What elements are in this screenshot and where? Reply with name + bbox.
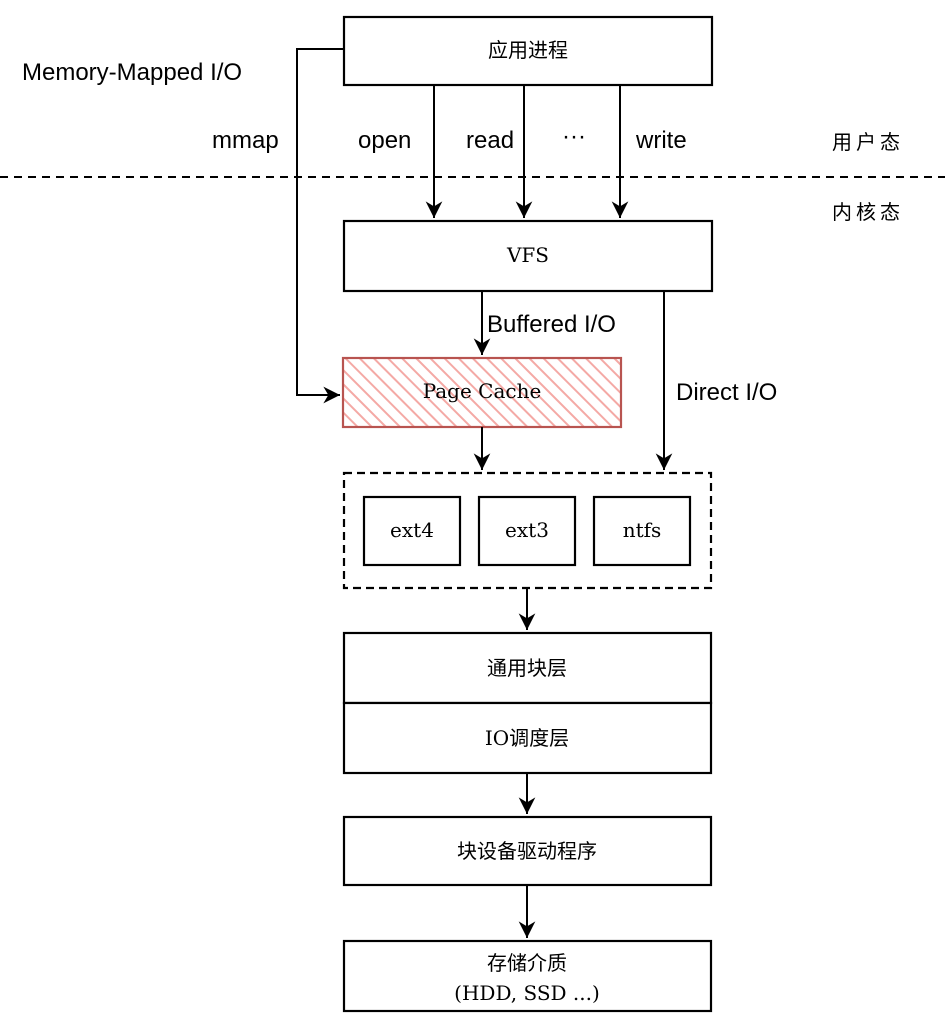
block-driver-box: [342, 815, 713, 887]
fs-ntfs-label: ntfs: [623, 518, 662, 542]
page-cache-label: Page Cache: [423, 379, 542, 403]
fs-ext3-box: [477, 495, 577, 567]
buffered-io-label: Buffered I/O: [487, 311, 616, 338]
io-scheduler-layer-box: [342, 701, 713, 775]
fs-ext4-label: ext4: [390, 518, 434, 542]
direct-io-label: Direct I/O: [676, 379, 777, 406]
syscall-ellipsis: ···: [562, 123, 586, 150]
user-space-label: 用户态: [832, 130, 904, 154]
storage-sub-label: (HDD, SSD ...): [454, 981, 600, 1005]
syscall-mmap: mmap: [212, 127, 279, 154]
vfs-label: VFS: [506, 243, 549, 267]
mmap-edge: [296, 48, 344, 404]
fs-ntfs-box: [592, 495, 692, 567]
io-scheduler-layer-label: IO调度层: [485, 726, 569, 750]
syscall-open: open: [358, 127, 411, 154]
fs-ext4-box: [362, 495, 462, 567]
app-process-label: 应用进程: [488, 38, 568, 62]
generic-block-layer-box: [342, 631, 713, 705]
app-process-box: [342, 15, 714, 87]
kernel-space-label: 内核态: [832, 200, 904, 224]
storage-label: 存储介质: [487, 951, 567, 975]
generic-block-layer-label: 通用块层: [487, 656, 567, 680]
memory-mapped-io-label: Memory-Mapped I/O: [22, 59, 242, 86]
page-cache-box: [341, 356, 623, 429]
fs-ext3-label: ext3: [505, 518, 549, 542]
syscall-write: write: [635, 127, 687, 154]
block-driver-label: 块设备驱动程序: [457, 839, 597, 863]
storage-box: [342, 939, 713, 1013]
vfs-box: [342, 219, 714, 293]
syscall-read: read: [466, 127, 514, 154]
